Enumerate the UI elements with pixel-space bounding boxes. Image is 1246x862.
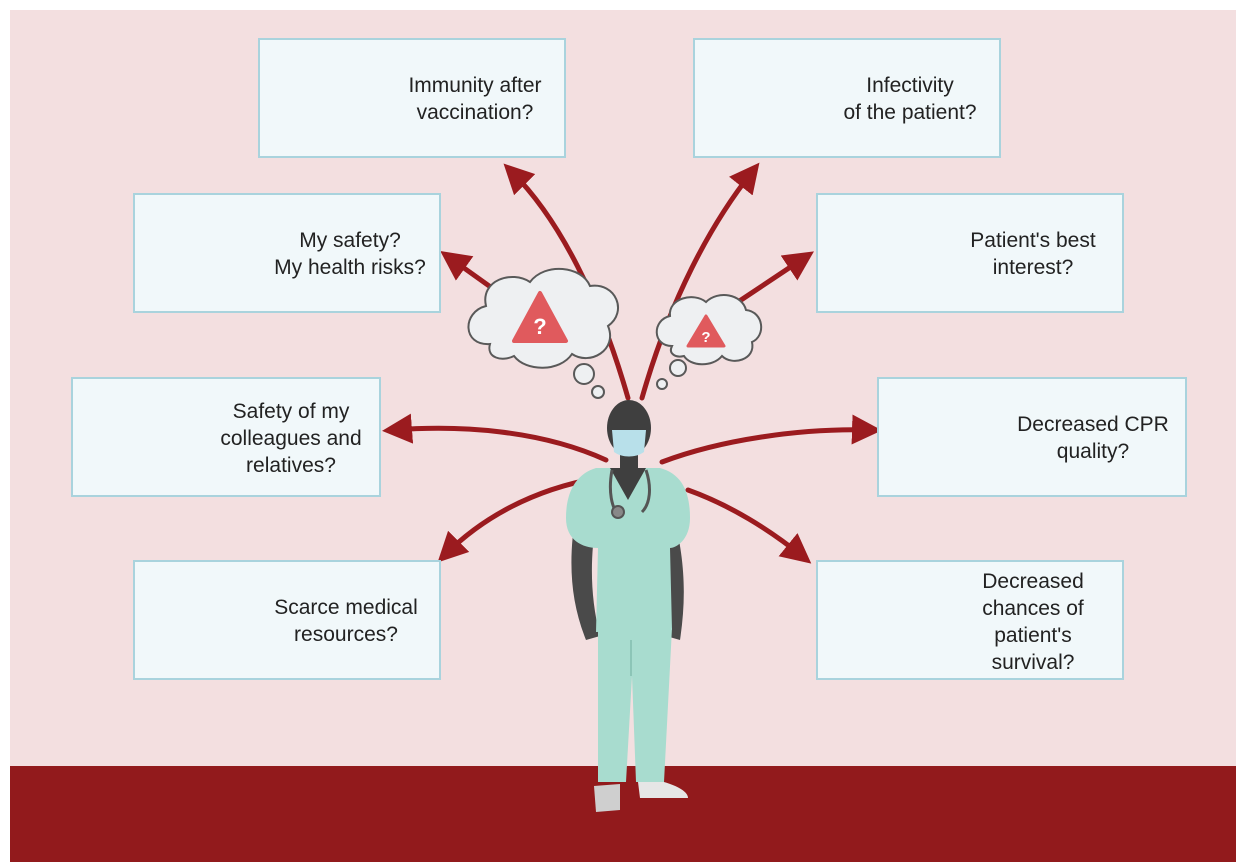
concern-text: Immunity after vaccination? [390, 72, 560, 126]
concern-line: interest? [992, 256, 1074, 279]
concern-line: Decreased CPR [1017, 413, 1169, 436]
concern-line: Scarce medical [274, 596, 418, 619]
neck [620, 452, 638, 472]
concern-line: My health risks? [274, 256, 426, 279]
arrow-resources [437, 475, 601, 563]
warning-triangle-icon [512, 291, 568, 343]
warning-triangle-icon [686, 314, 726, 348]
right-shoe [638, 782, 688, 798]
bubble-dot [669, 359, 687, 377]
concern-text: Patient's best interest? [948, 227, 1118, 281]
concern-line: My safety? [299, 229, 401, 252]
arrow-best-interest [735, 251, 814, 305]
concern-line: Patient's best [970, 229, 1096, 252]
box-my-safety: My safety? My health risks? [133, 193, 441, 313]
concern-text: My safety? My health risks? [265, 227, 435, 281]
concern-line: quality? [1056, 440, 1130, 463]
arrows [382, 162, 882, 564]
bubble-symbol: ? [701, 329, 710, 346]
box-survival: Decreased chances of patient's survival? [816, 560, 1124, 680]
scrubs-top [566, 468, 690, 632]
stethoscope-chest-piece [611, 505, 625, 519]
concern-line: relatives? [246, 454, 336, 477]
bubble-symbol: ? [533, 314, 546, 339]
surgical-mask [612, 430, 646, 457]
box-immunity: Immunity after vaccination? [258, 38, 566, 158]
concern-text: Safety of my colleagues and relatives? [207, 398, 375, 479]
concern-line: of the patient? [843, 101, 977, 124]
box-colleagues: Safety of my colleagues and relatives? [71, 377, 381, 497]
arrow-infectivity [639, 162, 760, 401]
box-resources: Scarce medical resources? [133, 560, 441, 680]
concern-line: resources? [294, 623, 398, 646]
concern-line: survival? [991, 651, 1075, 674]
box-infectivity: Infectivity of the patient? [693, 38, 1001, 158]
healthcare-worker [566, 400, 690, 812]
left-shoe [594, 784, 620, 812]
arrow-survival [685, 487, 812, 564]
bubble-dot [573, 363, 595, 385]
concern-line: Infectivity [866, 74, 954, 97]
concern-line: vaccination? [416, 101, 534, 124]
concern-line: chances of [982, 597, 1084, 620]
concern-line: colleagues and [220, 427, 362, 450]
thought-bubble-right: ? [655, 294, 762, 390]
arrow-colleagues [382, 413, 609, 463]
scrubs-trousers [598, 628, 672, 782]
bubble-dot [591, 385, 605, 399]
concern-text: Infectivity of the patient? [825, 72, 995, 126]
bubble-dot [656, 378, 668, 390]
box-cpr: Decreased CPR quality? [877, 377, 1187, 497]
v-neck [610, 468, 646, 500]
box-best-interest: Patient's best interest? [816, 193, 1124, 313]
thought-bubble-left: ? [467, 268, 619, 399]
concern-text: Decreased CPR quality? [1003, 411, 1183, 465]
concern-line: Decreased [982, 570, 1084, 593]
arrow-my-safety [440, 251, 495, 291]
arrow-immunity [503, 163, 631, 401]
concern-line: patient's [994, 624, 1072, 647]
concern-text: Scarce medical resources? [257, 594, 435, 648]
concern-line: Safety of my [232, 400, 350, 423]
concern-text: Decreased chances of patient's survival? [948, 568, 1118, 676]
arrow-cpr [659, 414, 882, 465]
concern-line: Immunity after [408, 74, 542, 97]
